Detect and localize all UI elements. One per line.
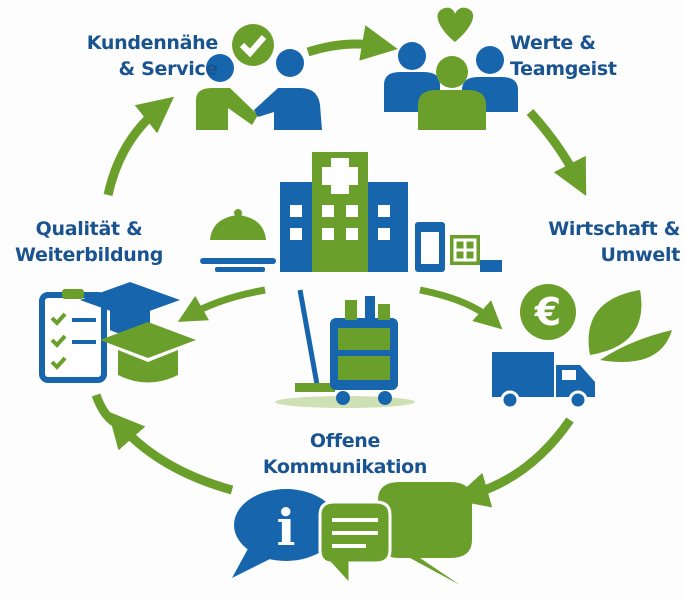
arrow-economy-to-communication — [452, 417, 574, 508]
arrow-center-to-quality — [177, 286, 266, 322]
cleaning-cart-icon — [275, 289, 415, 408]
label-economy: Wirtschaft &Umwelt — [548, 218, 680, 266]
label-service: Kundennähe& Service — [86, 32, 219, 80]
team-heart-icon — [384, 7, 518, 130]
arrow-center-to-economy — [419, 286, 503, 330]
handshake-people-check-icon — [196, 24, 322, 130]
checklist-graduation-cap-icon — [39, 282, 196, 383]
arrow-values-to-economy — [526, 108, 587, 197]
label-values: Werte &Teamgeist — [510, 32, 617, 80]
label-quality: Qualität &Weiterbildung — [15, 218, 163, 266]
euro-leaf-truck-icon: € — [492, 284, 672, 410]
info-symbol: i — [277, 498, 296, 557]
euro-symbol: € — [534, 290, 561, 334]
arrow-communication-to-quality — [108, 411, 234, 495]
arrow-quality-return — [91, 393, 122, 430]
arrow-service-to-values — [306, 25, 398, 61]
speech-bubbles-info-icon: i — [232, 482, 472, 589]
hospital-building-icon — [200, 152, 502, 272]
arrow-quality-to-service — [103, 96, 175, 196]
